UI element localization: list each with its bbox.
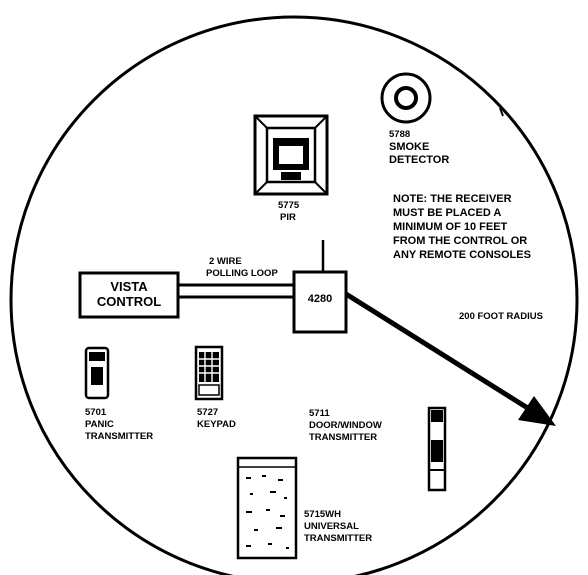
smoke-detector-line1: SMOKE [389, 141, 429, 153]
universal-body-icon [236, 456, 298, 560]
polling-loop-line2: POLLING LOOP [206, 268, 278, 279]
edge-mark [499, 107, 504, 117]
receiver-placement-note: NOTE: THE RECEIVER MUST BE PLACED A MINI… [393, 193, 531, 261]
universal-line2: TRANSMITTER [304, 533, 372, 544]
universal-model: 5715WH [304, 509, 341, 520]
door-window-transmitter: 5711 DOOR/WINDOW TRANSMITTER [309, 406, 447, 492]
panic-line2: TRANSMITTER [85, 431, 153, 442]
universal-transmitter: 5715WH UNIVERSAL TRANSMITTER [236, 456, 372, 560]
receiver-model: 4280 [308, 293, 332, 305]
pir-bevel-icon [254, 115, 328, 195]
smoke-detector-line2: DETECTOR [389, 154, 449, 166]
door-window-model: 5711 [309, 408, 330, 419]
smoke-detector: 5788 SMOKE DETECTOR [380, 72, 449, 166]
pir-base-icon [281, 172, 301, 180]
polling-loop-line1: 2 WIRE [209, 256, 242, 267]
pir-model: 5775 [278, 200, 300, 211]
keypad-base-icon [198, 384, 220, 396]
radius-label: 200 FOOT RADIUS [459, 311, 543, 322]
vista-control-line2: CONTROL [97, 294, 161, 309]
door-window-line2: TRANSMITTER [309, 432, 377, 443]
keypad-5727: 5727 KEYPAD [194, 345, 236, 430]
note-line5: ANY REMOTE CONSOLES [393, 249, 531, 261]
note-line3: MINIMUM OF 10 FEET [393, 221, 508, 233]
panic-line1: PANIC [85, 419, 114, 430]
keypad-keys-icon [199, 352, 219, 382]
range-arrow-head-icon [518, 396, 556, 426]
panic-model: 5701 [85, 407, 107, 418]
coverage-circle [9, 15, 579, 575]
keypad-grid-icon [199, 352, 219, 382]
vista-control-line1: VISTA [110, 279, 148, 294]
smoke-detector-inner-icon [394, 86, 418, 110]
range-arrow-shaft [344, 291, 536, 415]
universal-marks-icon [246, 475, 289, 549]
panic-transmitter: 5701 PANIC TRANSMITTER [84, 346, 153, 442]
pir-lens-highlight-icon [279, 146, 303, 164]
note-line2: MUST BE PLACED A [393, 207, 501, 219]
door-window-mid-icon [431, 440, 443, 462]
receiver-4280: 4280 [292, 240, 348, 334]
range-arrow: 200 FOOT RADIUS [344, 291, 556, 426]
door-window-top-icon [431, 410, 443, 422]
panic-transmitter-top-icon [89, 352, 105, 361]
polling-loop: 2 WIRE POLLING LOOP [178, 256, 294, 299]
receiver-box [292, 270, 348, 334]
vista-control-box [78, 271, 180, 319]
note-line4: FROM THE CONTROL OR [393, 235, 527, 247]
smoke-detector-model: 5788 [389, 129, 410, 140]
keypad-label: KEYPAD [197, 419, 236, 430]
pir-label: PIR [280, 212, 296, 223]
universal-line1: UNIVERSAL [304, 521, 359, 532]
door-window-line1: DOOR/WINDOW [309, 420, 382, 431]
note-line1: NOTE: THE RECEIVER [393, 193, 512, 205]
panic-transmitter-button-icon [91, 367, 103, 385]
keypad-model: 5727 [197, 407, 218, 418]
pir-sensor: 5775 PIR [253, 114, 329, 223]
vista-control: VISTA CONTROL [78, 271, 180, 319]
